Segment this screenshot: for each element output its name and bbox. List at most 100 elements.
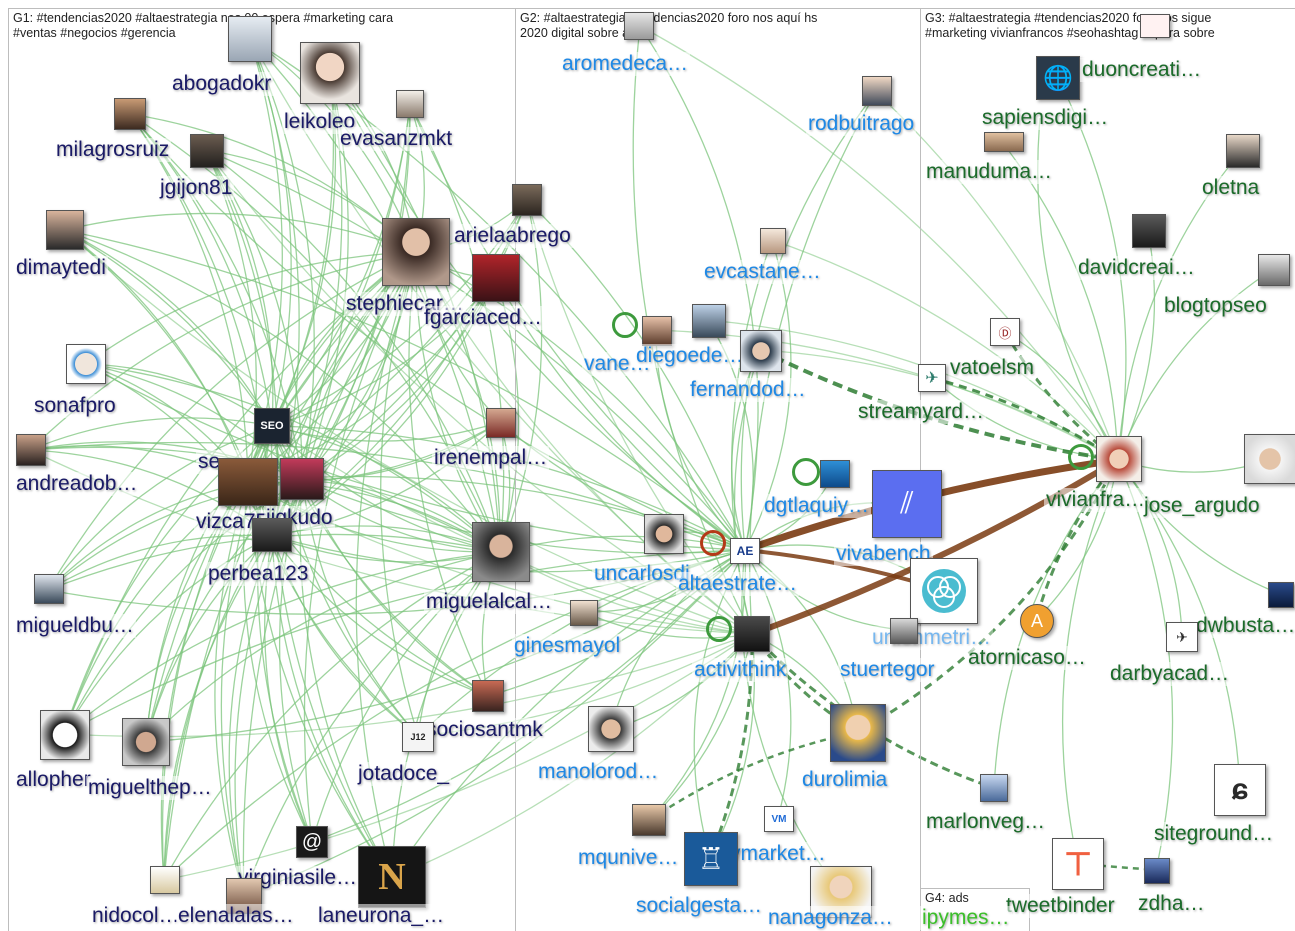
edge: [931, 376, 1119, 462]
blogtopseo-label: blogtopseo: [1162, 294, 1269, 318]
evasanzmkt-label: evasanzmkt: [338, 127, 455, 151]
sapiensdigi-label: sapiensdigi…: [980, 106, 1111, 130]
dimaytedi-label: dimaytedi: [14, 256, 108, 280]
perbea123-avatar: [252, 518, 292, 552]
edge: [415, 251, 746, 551]
edge: [583, 611, 753, 639]
elenalalas-label: elenalalas…: [176, 904, 296, 928]
davidcreai-avatar: [1132, 214, 1166, 248]
rodbuitrago-avatar: [862, 76, 892, 106]
jgijon81-label: jgijon81: [158, 176, 235, 200]
edge: [205, 149, 501, 553]
edge: [750, 457, 1120, 637]
miguelthep-avatar: [122, 718, 170, 766]
fernandod-avatar: [740, 330, 782, 372]
nanagonza-label: nanagonza…: [766, 906, 895, 930]
siteground-logo-icon: ɕ: [1214, 764, 1266, 816]
at-sign-icon: @: [296, 826, 328, 858]
a-logo-icon: A: [1020, 604, 1054, 638]
edge: [145, 551, 501, 743]
fernandod-label: fernandod…: [688, 378, 808, 402]
edge: [639, 25, 1119, 461]
jotadoce-label: jotadoce_: [356, 762, 452, 786]
aromedeca-label: aromedeca…: [560, 52, 691, 76]
self-loop-vane: [612, 312, 638, 338]
andreadob-label: andreadob…: [14, 472, 140, 496]
vatoelsm-logo-icon: Ⓓ: [990, 318, 1020, 346]
stephiecar-avatar: [382, 218, 450, 286]
aromedeca-avatar: [624, 12, 654, 40]
edge: [311, 549, 746, 843]
durolimia-avatar: [830, 704, 886, 762]
unionmetrics-circles-icon: [922, 569, 966, 613]
evcastane-avatar: [760, 228, 786, 254]
darbyacad-logo-icon: ✈: [1166, 622, 1198, 652]
vivabench-logo-icon: ⫽: [872, 470, 942, 538]
streamyard-logo-icon: ✈: [918, 364, 946, 392]
edge: [1117, 459, 1174, 871]
edge: [63, 535, 273, 735]
group-g4-header: G4: ads: [925, 891, 969, 905]
self-loop-altaestrategia: [700, 530, 726, 556]
mqunive-label: mqunive…: [576, 846, 681, 870]
edge: [85, 363, 273, 427]
sociosantmk-avatar: [472, 680, 504, 712]
zdha-label: zdha…: [1136, 892, 1207, 916]
nidocol-avatar: [150, 866, 180, 894]
milagrosruiz-label: milagrosruiz: [54, 138, 172, 162]
sociosantmk-label: sociosantmk: [424, 718, 545, 742]
jgijon81-avatar: [190, 134, 224, 168]
siteground-label: siteground…: [1152, 822, 1276, 846]
manolorod-avatar: [588, 706, 634, 752]
leikoleo-label: leikoleo: [282, 110, 358, 134]
ginesmayol-avatar: [570, 600, 598, 626]
jigkudo-avatar: [280, 458, 324, 500]
edge: [145, 549, 746, 743]
dwbusta-label: dwbusta…: [1194, 614, 1295, 638]
edge: [85, 363, 303, 481]
edge: [771, 239, 1119, 461]
streamyard-label: streamyard…: [856, 400, 987, 424]
milagrosruiz-avatar: [114, 98, 146, 130]
abogadokr-label: abogadokr: [170, 72, 274, 96]
nidocol-label: nidocol…: [90, 904, 182, 928]
evcastane-label: evcastane…: [702, 260, 823, 284]
edge: [583, 549, 746, 613]
ipymes-label: ipymes…: [920, 906, 1012, 930]
vmarket-logo-icon: VM: [764, 806, 794, 832]
group-g2-header: G2: #altaestrategia #tendencias2020 foro…: [520, 11, 818, 40]
vatoelsm-label: vatoelsm: [948, 356, 1037, 380]
dgtlaquiy-label: dgtlaquiy…: [762, 494, 872, 518]
n-logo-icon: N: [358, 846, 426, 908]
stuertegor-avatar: [890, 618, 918, 644]
diegoede-label: diegoede…: [634, 344, 746, 368]
edge: [63, 551, 501, 735]
dimaytedi-avatar: [46, 210, 84, 250]
zdha-avatar: [1144, 858, 1170, 884]
miguelalcal-label: miguelalcal…: [424, 590, 555, 614]
altaestrate-label: altaestrate…: [676, 572, 800, 596]
irenempal-avatar: [486, 408, 516, 438]
edge: [271, 421, 501, 442]
edge: [649, 730, 859, 822]
edge: [63, 229, 501, 553]
edge: [29, 417, 273, 451]
migueldbu-avatar: [34, 574, 64, 604]
stuertegor-label: stuertegor: [838, 658, 937, 682]
oletna-label: oletna: [1200, 176, 1262, 200]
edge: [63, 212, 417, 253]
edge: [271, 103, 411, 427]
edge: [1117, 269, 1273, 461]
edge: [299, 479, 393, 879]
cup-logo-icon: ♖: [684, 832, 738, 886]
abogadokr-avatar: [228, 16, 272, 62]
edge: [857, 459, 1120, 734]
durolimia-label: durolimia: [800, 768, 890, 792]
group-g3-header: G3: #altaestrategia #tendencias2020 foro…: [925, 11, 1215, 40]
sonafpro-avatar: [66, 344, 106, 384]
manuduma-label: manuduma…: [924, 160, 1055, 184]
oletna-avatar: [1226, 134, 1260, 168]
atornicaso-label: atornicaso…: [966, 646, 1088, 670]
edge: [47, 425, 273, 591]
migueldbu-label: migueldbu…: [14, 614, 136, 638]
